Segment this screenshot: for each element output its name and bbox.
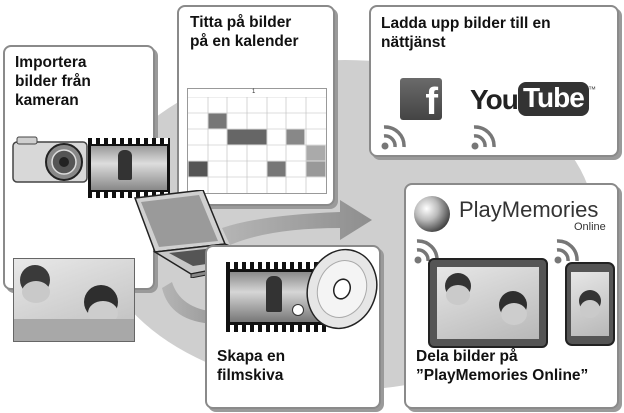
- tablet-icon: [428, 258, 548, 348]
- import-title: Importera bilder från kameran: [15, 54, 91, 109]
- facebook-f: f: [425, 81, 438, 123]
- calendar-month-label: 1: [252, 89, 256, 95]
- dvd-disc-icon: [306, 248, 378, 330]
- youtube-tube: Tube: [518, 82, 589, 116]
- wireless-icon: [554, 239, 579, 264]
- playmemories-title: Dela bilder på ”PlayMemories Online”: [416, 348, 589, 384]
- playmemories-logo-sub: Online: [574, 221, 606, 233]
- film-strip-icon: [88, 138, 170, 198]
- phone-screen-photo: [571, 272, 609, 336]
- youtube-you: You: [470, 84, 519, 115]
- facebook-logo: f: [400, 78, 442, 123]
- smartphone-icon: [565, 262, 615, 346]
- upload-title: Ladda upp bilder till en nättjänst: [381, 15, 551, 51]
- kids-photo: [13, 258, 135, 342]
- playmemories-logo: PlayMemories Online: [414, 194, 614, 234]
- disc-title: Skapa en filmskiva: [217, 348, 286, 384]
- wireless-icon: [471, 125, 496, 150]
- arrow-laptop-to-online: [222, 200, 372, 245]
- playmemories-logo-name: PlayMemories: [459, 197, 599, 222]
- wireless-icon: [381, 125, 406, 150]
- tablet-screen-photo: [437, 267, 539, 339]
- camera-icon: [12, 136, 88, 183]
- playmemories-orb-icon: [414, 196, 450, 232]
- youtube-tm: ™: [588, 85, 596, 94]
- calendar-title: Titta på bilder på en kalender: [190, 14, 299, 50]
- calendar-cells: [188, 97, 326, 193]
- calendar-grid: 1: [187, 88, 327, 194]
